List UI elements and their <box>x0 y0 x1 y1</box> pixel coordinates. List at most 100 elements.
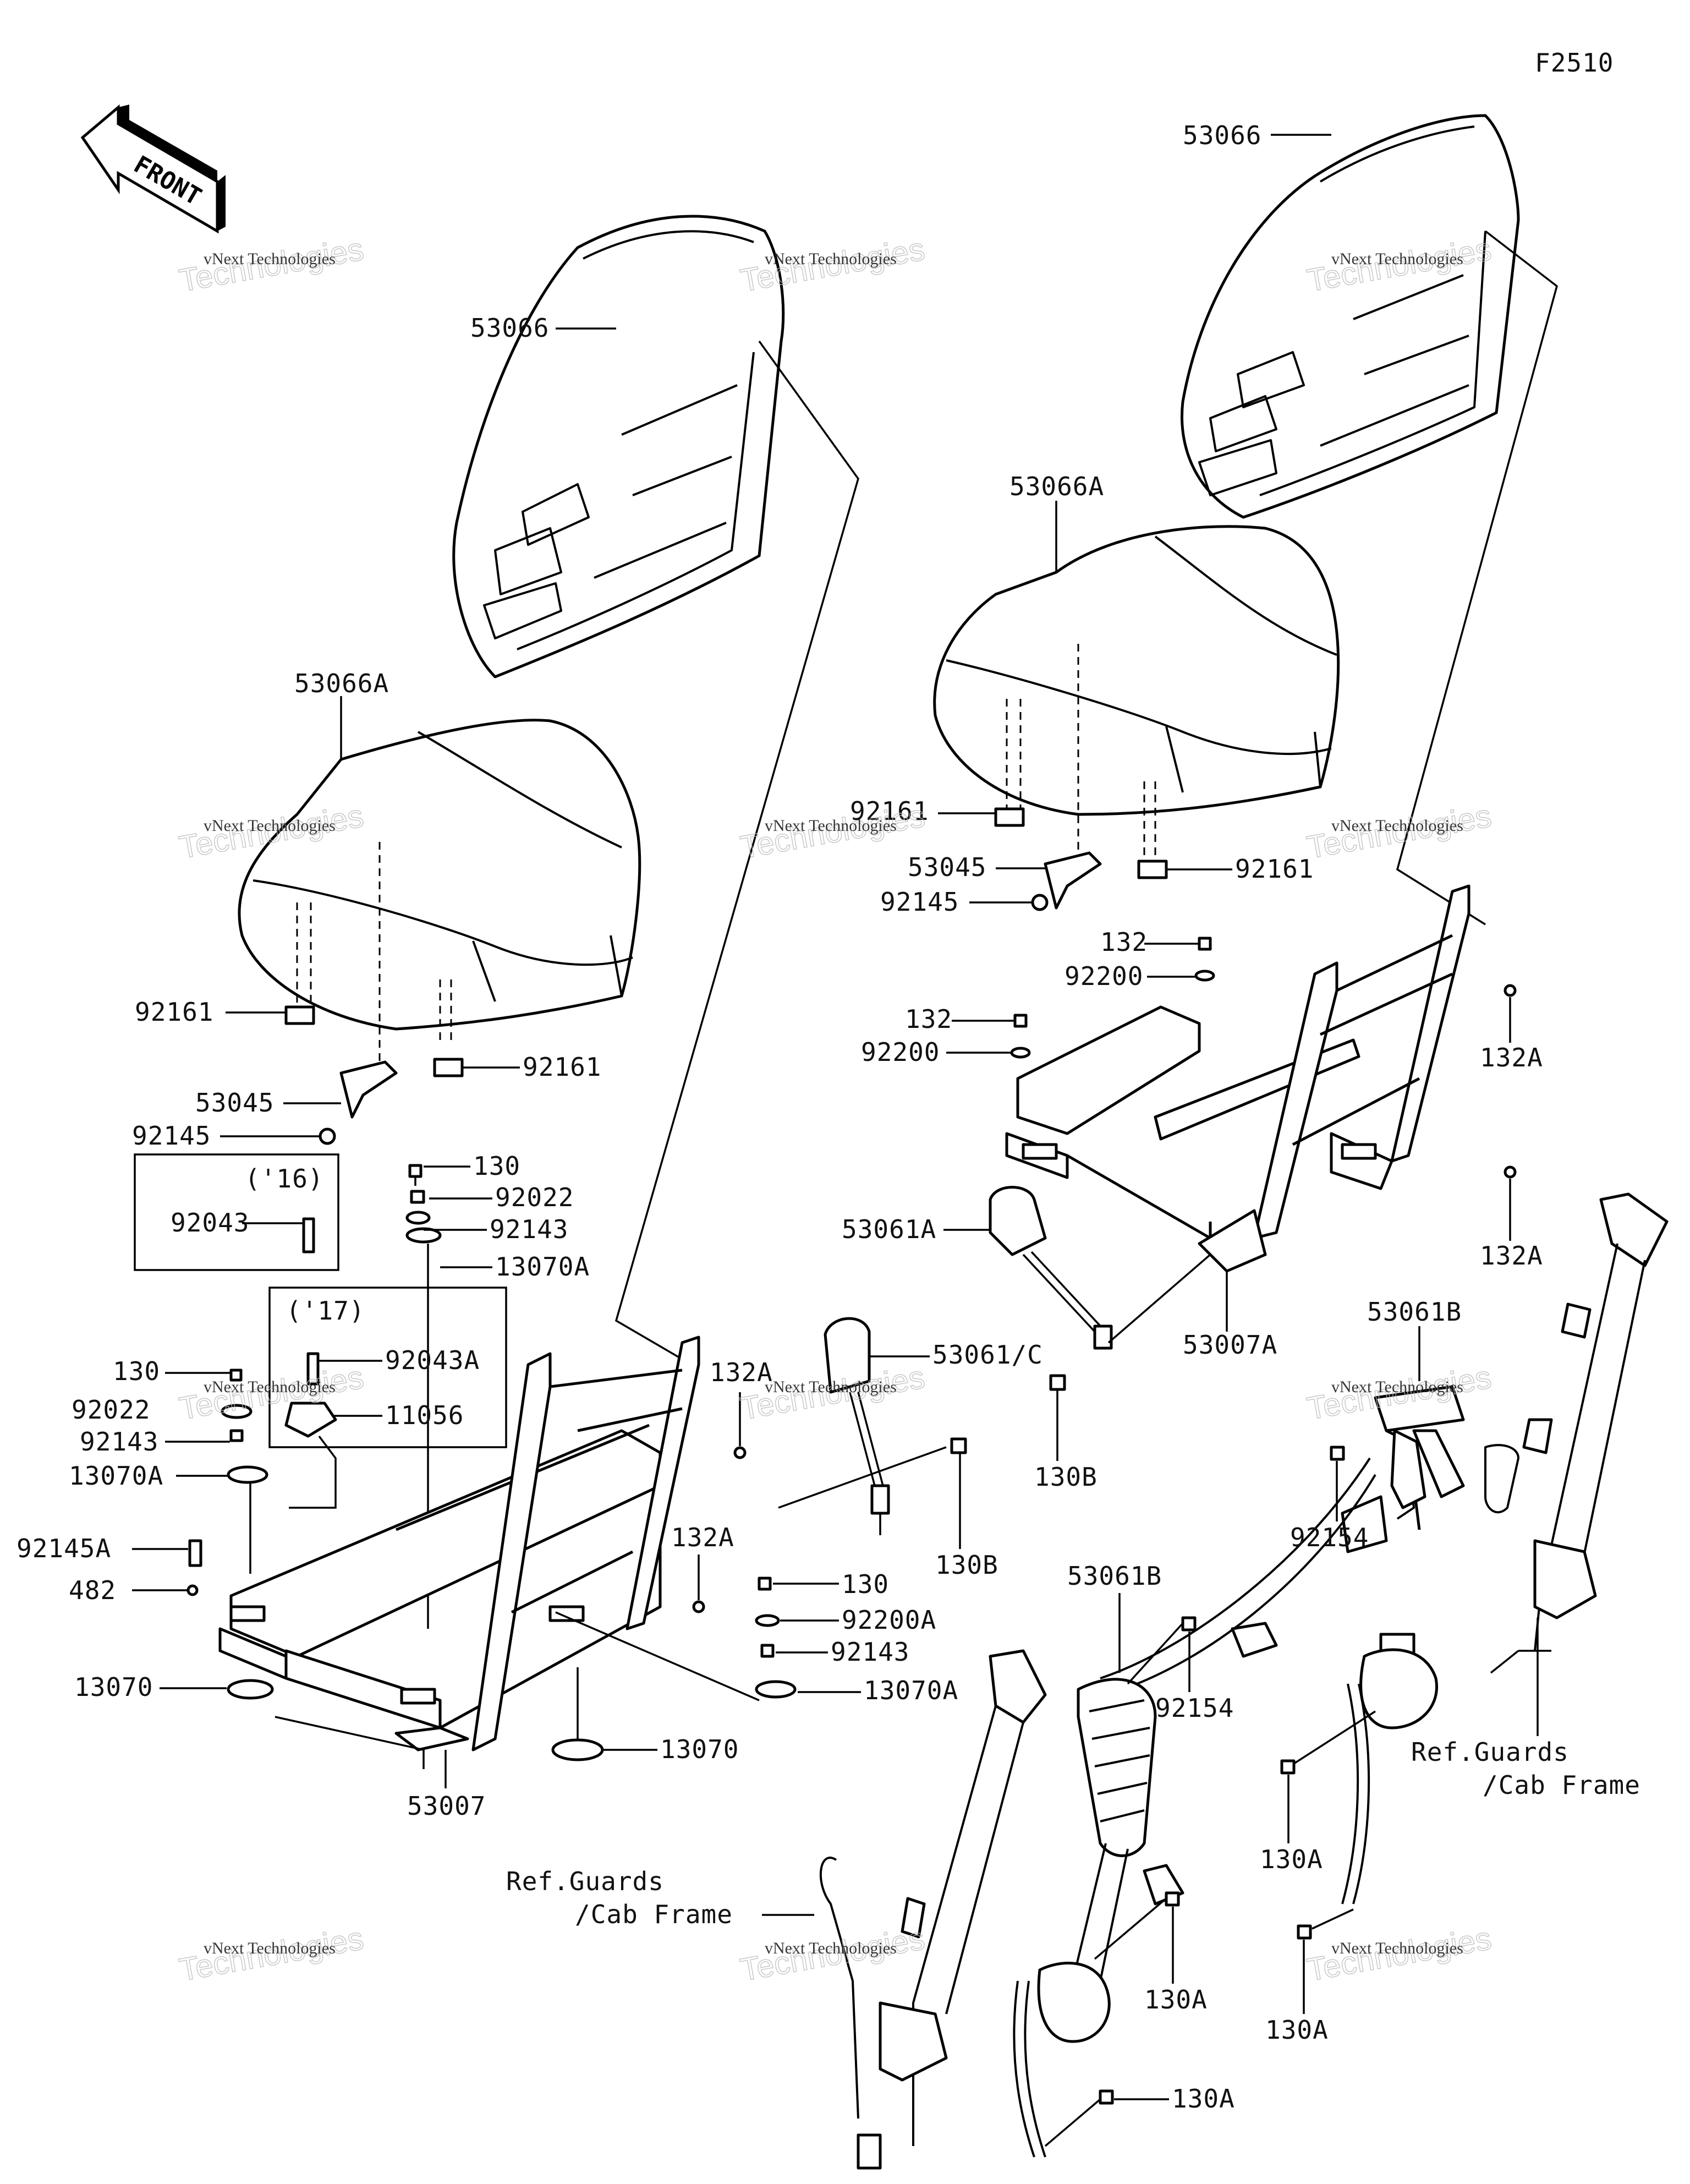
bracket-92161-left-a <box>284 1005 315 1025</box>
label-13070-b: 13070 <box>660 1734 739 1764</box>
buckle-53061C <box>824 1317 890 1535</box>
svg-text:vNext Technologies: vNext Technologies <box>204 1378 336 1396</box>
svg-text:vNext Technologies: vNext Technologies <box>765 817 897 835</box>
label-92200-b: 92200 <box>861 1037 940 1067</box>
variant-label-2017: ('17) <box>286 1296 365 1326</box>
label-130A-d: 130A <box>1172 2084 1235 2114</box>
label-53066-left: 53066 <box>470 313 549 343</box>
label-92161-d: 92161 <box>1235 854 1314 884</box>
label-92145-right: 92145 <box>880 887 959 917</box>
label-53007A: 53007A <box>1183 1330 1277 1360</box>
label-130-b: 130 <box>113 1356 160 1386</box>
left-seat-frame-53007 <box>218 1335 700 1751</box>
label-53061C: 53061/C <box>932 1340 1043 1370</box>
right-seat-frame-53007A <box>1005 884 1470 1273</box>
label-130-c: 130 <box>842 1569 889 1599</box>
svg-text:vNext Technologies: vNext Technologies <box>765 1939 897 1957</box>
label-92200-a: 92200 <box>1065 961 1143 991</box>
label-53061B-a: 53061B <box>1367 1297 1462 1327</box>
label-92143-c: 92143 <box>831 1637 909 1667</box>
ref-guards-right-1: Ref.Guards <box>1411 1737 1569 1767</box>
bolt-130A-c <box>1165 1891 1180 1907</box>
bolt-92154-a <box>1330 1446 1345 1461</box>
label-53045-right: 53045 <box>908 852 986 882</box>
label-130-a: 130 <box>473 1151 520 1181</box>
right-guard-frame-ref <box>1484 1192 1669 1651</box>
label-92043A: 92043A <box>385 1345 480 1375</box>
ref-guards-left-2: /Cab Frame <box>575 1900 733 1929</box>
variant-label-2016: ('16) <box>245 1164 323 1194</box>
label-92022-a: 92022 <box>495 1183 574 1212</box>
washer-92022-b <box>221 1404 253 1419</box>
latch-53045-left <box>339 1060 398 1119</box>
label-92022-b: 92022 <box>72 1395 150 1425</box>
label-132A-b: 132A <box>671 1523 734 1552</box>
svg-text:vNext Technologies: vNext Technologies <box>1331 1378 1463 1396</box>
bolt-130-b <box>229 1369 243 1382</box>
collar-92143-c <box>760 1644 775 1658</box>
washer-92200-b <box>1010 1047 1031 1059</box>
clip-482 <box>186 1584 199 1596</box>
label-92161-a: 92161 <box>135 997 213 1027</box>
label-130B-a: 130B <box>935 1550 998 1580</box>
label-92143-a: 92143 <box>490 1214 568 1244</box>
label-132-b: 132 <box>905 1004 952 1034</box>
bolt-132A-c <box>1504 984 1517 997</box>
variant-box-2017 <box>268 1287 507 1448</box>
left-seatbelt-53061B <box>1013 1678 1184 2158</box>
svg-text:vNext Technologies: vNext Technologies <box>1331 817 1463 835</box>
bolt-130A-a <box>1280 1759 1296 1775</box>
label-11056: 11056 <box>385 1400 464 1430</box>
label-53066-right: 53066 <box>1183 121 1261 150</box>
svg-text:vNext Technologies: vNext Technologies <box>204 1939 336 1957</box>
bolt-130B-a <box>950 1437 967 1454</box>
svg-text:vNext Technologies: vNext Technologies <box>1331 250 1463 268</box>
label-13070-a: 13070 <box>74 1672 153 1702</box>
label-482: 482 <box>69 1575 116 1605</box>
watermark-10: Technologies vNext Technologies <box>176 1920 366 1988</box>
bolt-130B-b <box>1049 1374 1066 1391</box>
label-92154-b: 92154 <box>1155 1693 1234 1723</box>
bolt-132A-b <box>692 1600 705 1613</box>
right-seat-cushion <box>933 525 1340 816</box>
bracket-11056 <box>284 1402 337 1438</box>
diagram-id: F2510 <box>1535 48 1614 78</box>
svg-text:vNext Technologies: vNext Technologies <box>765 250 897 268</box>
watermark-1: Technologies vNext Technologies <box>176 231 366 299</box>
bolt-130A-d <box>1099 2089 1114 2105</box>
label-92143-b: 92143 <box>80 1427 158 1457</box>
label-53066A-right: 53066A <box>1009 472 1104 501</box>
svg-text:vNext Technologies: vNext Technologies <box>765 1378 897 1396</box>
bolt-92154-b <box>1181 1616 1197 1632</box>
left-seat-cushion <box>238 719 641 1031</box>
bolt-130-c <box>758 1577 772 1591</box>
label-130A-b: 130A <box>1265 2015 1329 2045</box>
left-guard-frame-ref <box>819 1649 1047 2170</box>
bolt-132A-d <box>1504 1165 1517 1179</box>
bolt-130A-b <box>1297 1924 1312 1940</box>
bolt-132-b <box>1013 1014 1028 1028</box>
latch-53045-right <box>1044 851 1102 910</box>
label-53045-left: 53045 <box>195 1088 274 1118</box>
washer-92200A <box>755 1614 780 1627</box>
label-132A-a: 132A <box>710 1358 773 1387</box>
label-53061A: 53061A <box>842 1214 936 1244</box>
grommet-13070-b <box>551 1738 604 1761</box>
bolt-132A-a <box>733 1446 747 1459</box>
svg-text:vNext Technologies: vNext Technologies <box>204 250 336 268</box>
watermark-12: Technologies vNext Technologies <box>1304 1920 1494 1988</box>
right-seat-back <box>1181 114 1520 519</box>
front-arrow-icon: FRONT <box>80 104 226 234</box>
bolt-92043 <box>302 1217 315 1254</box>
bracket-92161-right-b <box>1137 860 1168 879</box>
label-132A-c: 132A <box>1480 1043 1543 1072</box>
label-130A-c: 130A <box>1144 1985 1208 2015</box>
right-retractor <box>1359 1429 1438 1729</box>
label-92154-a: 92154 <box>1290 1523 1369 1552</box>
label-53066A-left: 53066A <box>294 669 389 698</box>
spring-92145A <box>188 1539 202 1567</box>
label-132-a: 132 <box>1100 927 1148 957</box>
bolt-132-a <box>1198 937 1212 951</box>
